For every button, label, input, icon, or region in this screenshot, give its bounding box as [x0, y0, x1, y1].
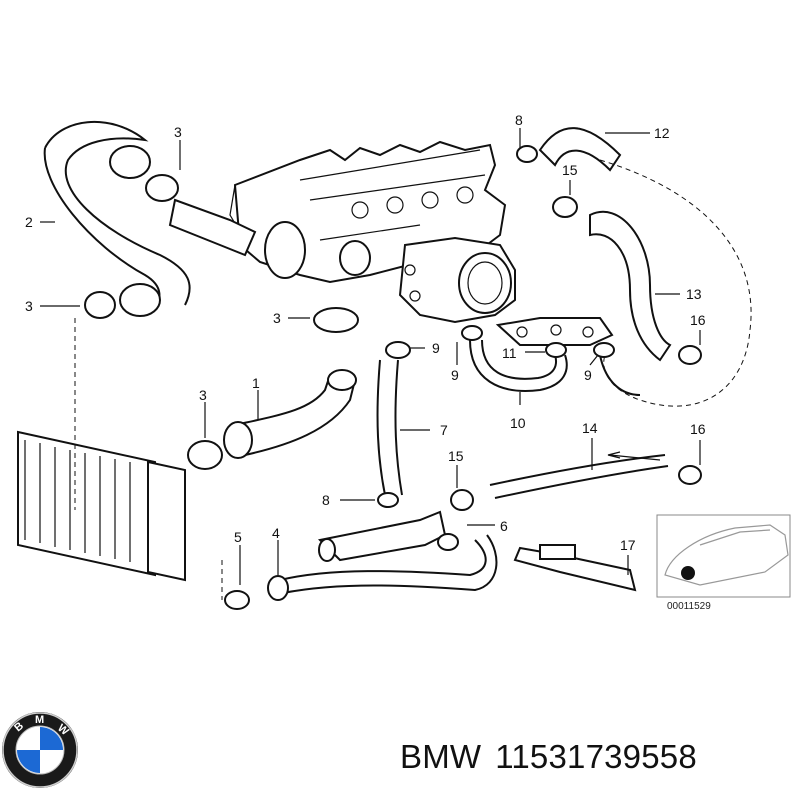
hose-10: [469, 339, 568, 392]
callout-7: 7: [440, 422, 448, 438]
brand-name: BMW: [400, 738, 482, 775]
callout-3c: 3: [273, 310, 281, 326]
callout-16a: 16: [690, 312, 706, 328]
callout-3a: 3: [174, 124, 182, 140]
callout-9b: 9: [451, 367, 459, 383]
callout-9a: 9: [432, 340, 440, 356]
callout-14: 14: [582, 420, 598, 436]
callout-3d: 3: [199, 387, 207, 403]
callout-6: 6: [500, 518, 508, 534]
radiator: [17, 430, 186, 582]
reference-code: 00011529: [667, 601, 711, 612]
callout-8a: 8: [515, 112, 523, 128]
callout-13: 13: [686, 286, 702, 302]
svg-text:M: M: [35, 714, 44, 726]
callout-15b: 15: [448, 448, 464, 464]
hose-9-right: [599, 354, 641, 396]
location-marker-icon: [681, 566, 695, 580]
head-outlet: [168, 198, 371, 279]
callout-2: 2: [25, 214, 33, 230]
callout-15a: 15: [562, 162, 578, 178]
hose-14: [489, 451, 669, 499]
car-location-inset: 00011529: [656, 514, 791, 612]
callout-3b: 3: [25, 298, 33, 314]
part-caption: BMW 11531739558: [400, 738, 795, 776]
callout-labels: 1 2 3 3 3 3 4 5 6 7 8 8 9 9 9 10 11 12 1…: [25, 112, 706, 553]
leader-lines: [40, 128, 701, 585]
callout-9c: 9: [584, 367, 592, 383]
gasket-11: [495, 317, 614, 346]
bmw-roundel-icon: B M W: [2, 712, 78, 788]
bypass-hose-7: [376, 359, 403, 496]
part-number: 11531739558: [495, 738, 697, 775]
callout-1: 1: [252, 375, 260, 391]
callout-10: 10: [510, 415, 526, 431]
callout-17: 17: [620, 537, 636, 553]
callout-11: 11: [502, 345, 517, 361]
radiator-hose-1: [223, 369, 357, 459]
callout-12: 12: [654, 125, 670, 141]
lower-hose-assembly: [267, 510, 498, 601]
callout-16b: 16: [690, 421, 706, 437]
callout-5: 5: [234, 529, 242, 545]
hose-clamps: [84, 145, 702, 610]
cable-tie-17: [513, 544, 637, 592]
callout-4: 4: [272, 525, 280, 541]
leader-dashes: [74, 318, 223, 600]
thermostat-housing: [398, 236, 516, 324]
upper-radiator-hose: [43, 120, 191, 317]
callout-8b: 8: [322, 492, 330, 508]
